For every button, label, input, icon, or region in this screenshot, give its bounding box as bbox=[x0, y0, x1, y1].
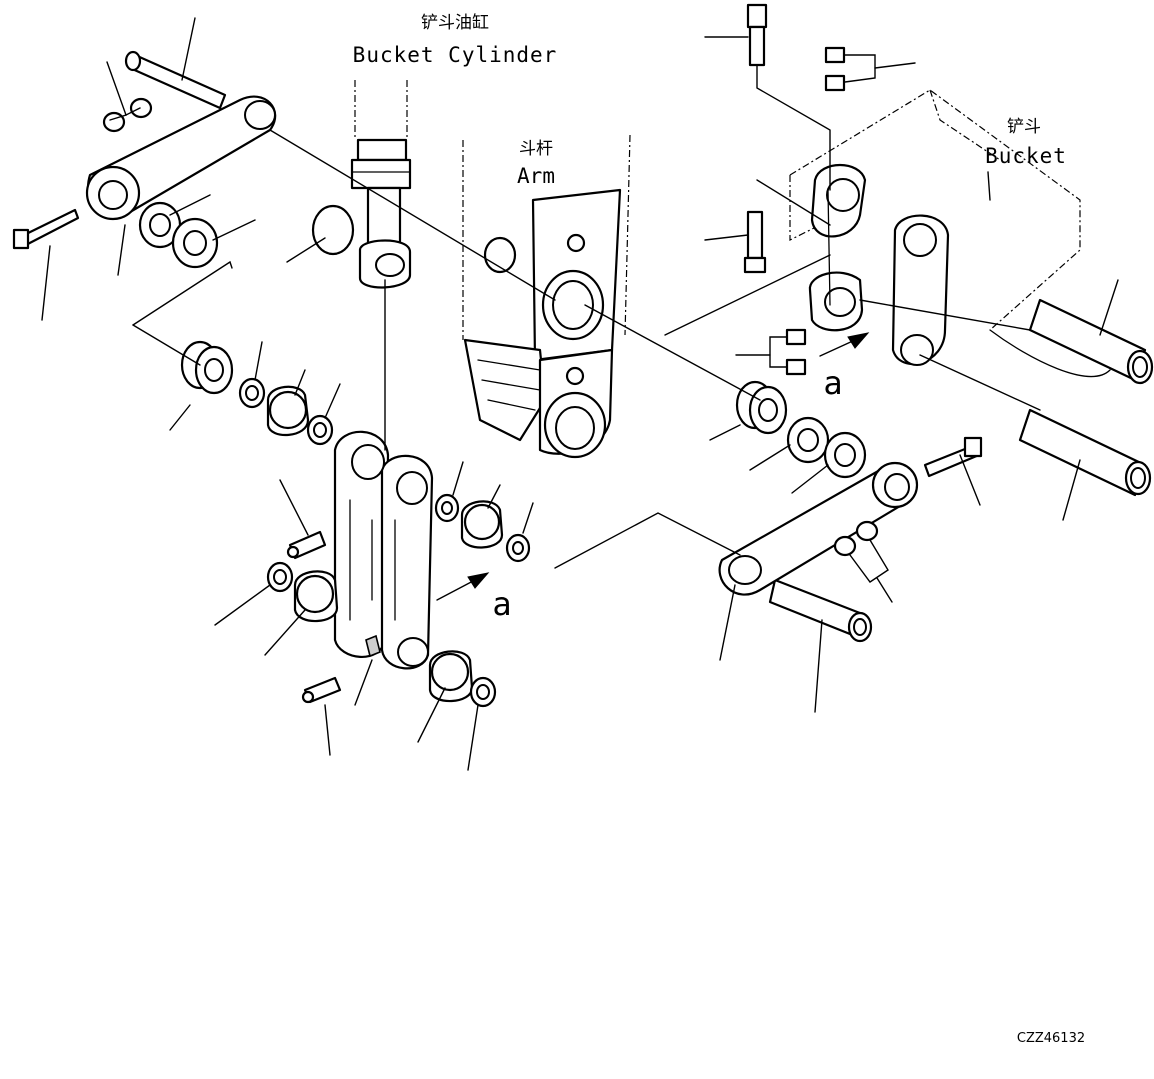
washers-left bbox=[180, 204, 517, 446]
bucket-label: Bucket bbox=[985, 144, 1067, 168]
arm bbox=[462, 134, 631, 459]
bucket-cylinder-label-cn: 铲斗油缸 bbox=[421, 12, 489, 33]
reference-mark-a-right: a bbox=[823, 364, 842, 402]
reference-mark-a-left: a bbox=[492, 585, 511, 623]
bucket-cylinder bbox=[350, 80, 412, 289]
arm-label: Arm bbox=[517, 164, 555, 188]
drawing-code: CZZ46132 bbox=[1017, 1031, 1085, 1046]
bucket bbox=[789, 89, 1111, 378]
right-bottom-link bbox=[718, 436, 983, 596]
leader-lines bbox=[41, 17, 1119, 771]
right-washers bbox=[735, 380, 867, 479]
bucket-cylinder-label: Bucket Cylinder bbox=[353, 43, 558, 67]
arm-label-cn: 斗杆 bbox=[519, 139, 553, 159]
connection-lines bbox=[132, 64, 1041, 569]
right-bolts-nuts bbox=[743, 3, 846, 376]
left-top-link bbox=[12, 50, 277, 269]
right-pins bbox=[768, 298, 1154, 643]
h-link bbox=[333, 430, 434, 670]
bushings-right bbox=[266, 493, 531, 708]
grease-fittings bbox=[286, 530, 342, 704]
reference-arrows bbox=[436, 332, 870, 601]
bucket-label-cn: 铲斗 bbox=[1007, 117, 1041, 137]
